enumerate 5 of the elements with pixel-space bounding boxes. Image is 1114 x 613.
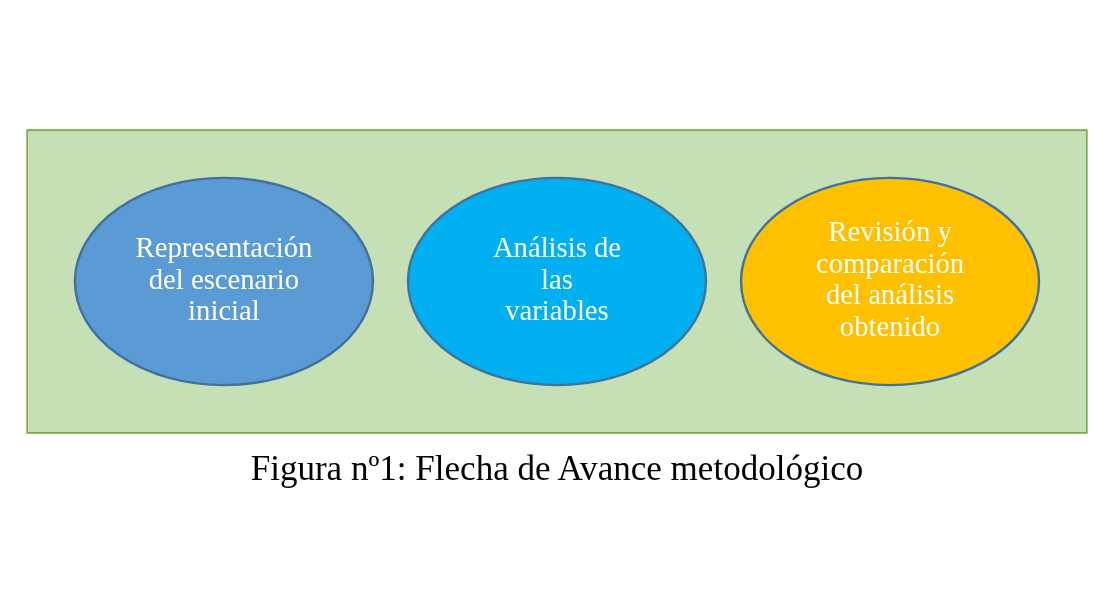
- node-ellipse: Representación del escenario inicial: [73, 176, 375, 386]
- cluster: [26, 128, 1088, 434]
- caption: Figura nº1: Flecha de Avance metodológico: [250, 448, 864, 488]
- node-ellipse: Análisis de las variables: [406, 176, 708, 386]
- node-ellipse: Revisión y comparación del análisis obtenido: [739, 176, 1041, 386]
